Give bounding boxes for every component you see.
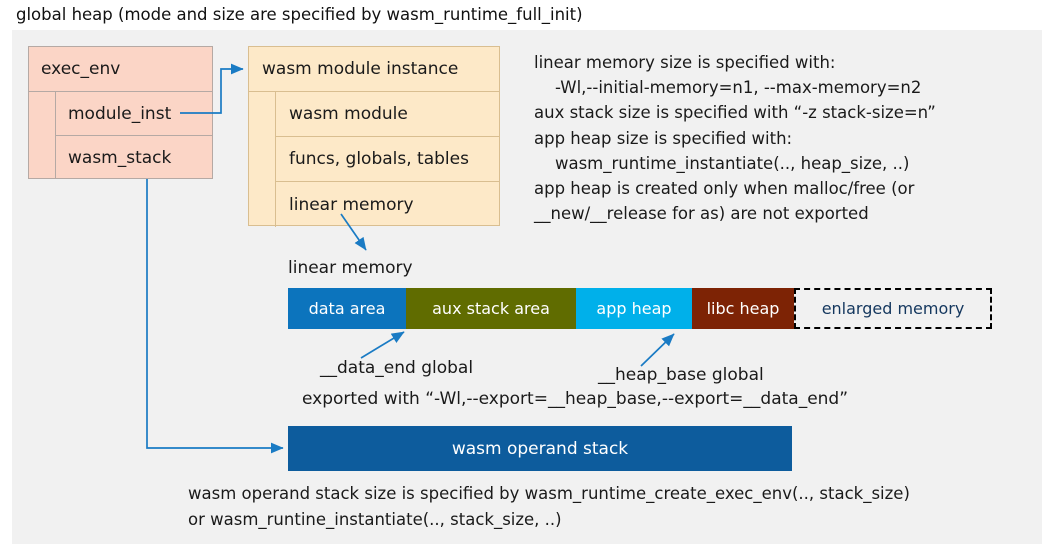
memory-segment-enlarged-memory: enlarged memory bbox=[794, 288, 992, 329]
linear-memory-description: linear memory size is specified with: -W… bbox=[534, 53, 936, 224]
exec-env-header: exec_env bbox=[29, 47, 212, 92]
operand-stack-description: wasm operand stack size is specified by … bbox=[188, 484, 910, 529]
memory-segment-aux-stack-area: aux stack area bbox=[406, 288, 576, 329]
module-instance-header: wasm module instance bbox=[249, 47, 499, 92]
exec-env-field-wasm-stack: wasm_stack bbox=[55, 136, 212, 179]
memory-segment-app-heap: app heap bbox=[576, 288, 692, 329]
exec-env-box: exec_env module_inst wasm_stack bbox=[28, 46, 213, 179]
annotation-data-end: __data_end global bbox=[320, 358, 474, 378]
wasm-module-instance-box: wasm module instance wasm module funcs, … bbox=[248, 46, 500, 227]
exec-env-field-module-inst: module_inst bbox=[55, 92, 212, 136]
module-instance-field-linear-memory: linear memory bbox=[275, 182, 499, 227]
memory-segment-data-area: data area bbox=[288, 288, 406, 329]
module-instance-field-wasm-module: wasm module bbox=[275, 92, 499, 137]
memory-segment-libc-heap: libc heap bbox=[692, 288, 794, 329]
annotation-heap-base: __heap_base global bbox=[598, 365, 764, 385]
wasm-operand-stack-bar: wasm operand stack bbox=[288, 426, 792, 471]
module-instance-field-funcs-globals-tables: funcs, globals, tables bbox=[275, 137, 499, 182]
page-title: global heap (mode and size are specified… bbox=[16, 5, 583, 24]
linear-memory-label: linear memory bbox=[288, 258, 413, 278]
annotation-exported-with: exported with “-Wl,--export=__heap_base,… bbox=[302, 389, 849, 409]
